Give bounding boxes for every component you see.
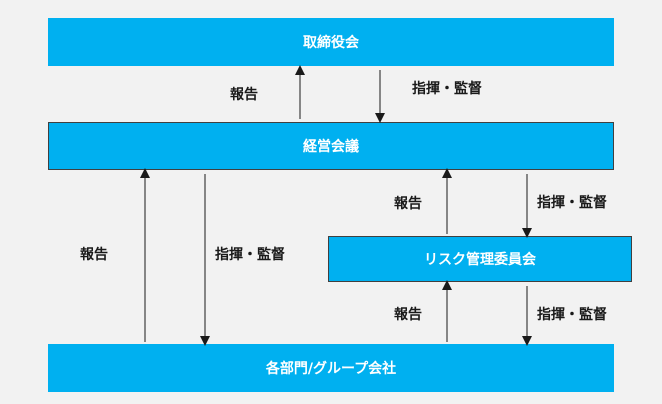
label-direct-left: 指揮・監督	[215, 247, 285, 263]
board-box: 取締役会	[48, 18, 614, 66]
risk-committee-label: リスク管理委員会	[424, 252, 536, 268]
label-direct-risk-lower: 指揮・監督	[537, 307, 607, 323]
label-direct-board: 指揮・監督	[412, 81, 482, 97]
label-report-risk-upper: 報告	[394, 196, 422, 212]
management-council-label: 経営会議	[303, 139, 359, 155]
departments-label: 各部門/グループ会社	[265, 361, 397, 377]
label-report-board: 報告	[230, 87, 258, 103]
board-label: 取締役会	[303, 35, 359, 51]
risk-committee-box: リスク管理委員会	[328, 236, 632, 282]
label-direct-risk-upper: 指揮・監督	[537, 195, 607, 211]
management-council-box: 経営会議	[48, 122, 614, 170]
departments-box: 各部門/グループ会社	[48, 344, 614, 392]
label-report-left: 報告	[80, 247, 108, 263]
label-report-risk-lower: 報告	[394, 307, 422, 323]
